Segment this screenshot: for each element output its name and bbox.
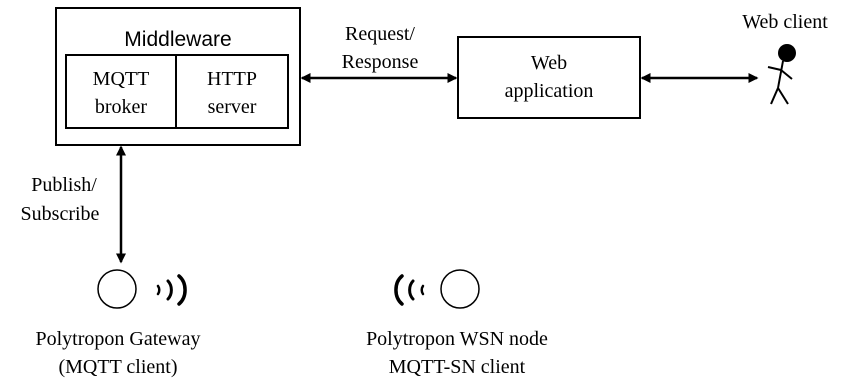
http-server-label-line2: server	[208, 96, 257, 118]
stick-figure-icon	[767, 44, 796, 105]
web-client-label: Web client	[742, 11, 828, 33]
wsn-node: Polytropon WSN node MQTT-SN client	[366, 269, 548, 378]
publish-subscribe-label-line1: Publish/	[31, 174, 97, 196]
middleware-box: Middleware MQTT broker HTTP server	[55, 7, 301, 146]
mqtt-broker-box: MQTT broker	[65, 54, 177, 129]
wsn-node-circle	[440, 269, 480, 309]
web-application-label-line2: application	[505, 80, 594, 102]
gateway-label-line1: Polytropon Gateway	[36, 328, 201, 350]
middleware-title: Middleware	[124, 28, 231, 51]
request-response-edge: Request/ Response	[300, 23, 458, 83]
wsn-node-label-line2: MQTT-SN client	[389, 356, 526, 378]
http-server-label-line1: HTTP	[207, 68, 257, 90]
http-server-box: HTTP server	[175, 54, 289, 129]
gateway-label-line2: (MQTT client)	[58, 356, 177, 378]
radio-waves-left-icon	[394, 274, 425, 306]
radio-waves-right-icon	[156, 274, 187, 306]
request-response-label-line1: Request/	[345, 23, 415, 45]
mqtt-broker-label-line2: broker	[95, 96, 148, 118]
web-application-box: Web application	[457, 36, 641, 119]
web-application-label-line1: Web	[531, 52, 567, 74]
wsn-node-label-line1: Polytropon WSN node	[366, 328, 548, 350]
publish-subscribe-label-line2: Subscribe	[21, 203, 100, 225]
web-client: Web client	[742, 11, 828, 105]
gateway-circle	[97, 269, 137, 309]
request-response-label-line2: Response	[342, 51, 419, 73]
mqtt-broker-label-line1: MQTT	[93, 68, 150, 90]
gateway-node: Polytropon Gateway (MQTT client)	[36, 269, 201, 378]
publish-subscribe-edge: Publish/ Subscribe	[21, 145, 126, 264]
